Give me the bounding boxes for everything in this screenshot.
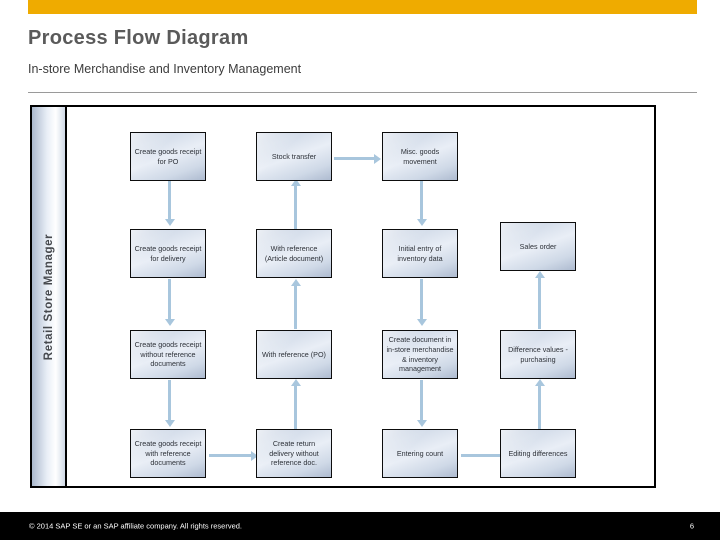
- arrowhead-n3-n6: [416, 219, 427, 226]
- arrowhead-n2-n3: [374, 153, 381, 164]
- node-create-goods-receipt-without-reference-documents[interactable]: Create goods receipt without reference d…: [130, 330, 206, 379]
- page-subtitle: In-store Merchandise and Inventory Manag…: [28, 62, 302, 76]
- connector-n13-n9: [294, 385, 297, 429]
- node-misc-goods-movement[interactable]: Misc. goods movement: [382, 132, 458, 181]
- arrowhead-n10-n14: [416, 420, 427, 427]
- arrowhead-n13-n9: [290, 379, 301, 386]
- connector-n3-n6: [420, 181, 423, 223]
- footer-bar: © 2014 SAP SE or an SAP affiliate compan…: [0, 512, 720, 540]
- arrowhead-n15-n11: [534, 379, 545, 386]
- connector-n1-n4: [168, 181, 171, 223]
- node-editing-differences[interactable]: Editing differences: [500, 429, 576, 478]
- node-initial-entry-of-inventory-data[interactable]: Initial entry of inventory data: [382, 229, 458, 278]
- arrowhead-n5-n2: [290, 179, 301, 186]
- connector-n6-n10: [420, 279, 423, 323]
- top-accent-bar: [28, 0, 697, 14]
- connector-n5-n2: [294, 185, 297, 229]
- arrowhead-n11-n7: [534, 271, 545, 278]
- footer-copyright: © 2014 SAP SE or an SAP affiliate compan…: [29, 521, 243, 531]
- connector-n14-n15: [461, 454, 503, 457]
- arrowhead-n8-n12: [164, 420, 175, 427]
- connector-n4-n8: [168, 279, 171, 323]
- node-create-document-in-store-merchandise-inventory-management[interactable]: Create document in in-store merchandise …: [382, 330, 458, 379]
- arrowhead-n1-n4: [164, 219, 175, 226]
- connector-n11-n7: [538, 277, 541, 329]
- swimlane-body: Create goods receipt for PO Stock transf…: [67, 107, 654, 486]
- page-title: Process Flow Diagram: [28, 27, 249, 49]
- connector-n2-n3: [334, 157, 376, 160]
- node-sales-order[interactable]: Sales order: [500, 222, 576, 271]
- connector-n8-n12: [168, 380, 171, 424]
- node-create-return-delivery-without-reference-doc[interactable]: Create return delivery without reference…: [256, 429, 332, 478]
- arrowhead-n12-n13: [251, 450, 258, 461]
- arrowhead-n9-n5: [290, 279, 301, 286]
- node-create-goods-receipt-for-delivery[interactable]: Create goods receipt for delivery: [130, 229, 206, 278]
- swimlane-label: Retail Store Manager: [42, 233, 55, 360]
- node-with-reference-po[interactable]: With reference (PO): [256, 330, 332, 379]
- node-difference-values-purchasing[interactable]: Difference values - purchasing: [500, 330, 576, 379]
- connector-n12-n13: [209, 454, 253, 457]
- node-create-goods-receipt-for-po[interactable]: Create goods receipt for PO: [130, 132, 206, 181]
- process-flow-diagram: Retail Store Manager: [30, 105, 656, 488]
- connector-n9-n5: [294, 285, 297, 329]
- connector-n10-n14: [420, 380, 423, 424]
- arrowhead-n4-n8: [164, 319, 175, 326]
- node-with-reference-article-document[interactable]: With reference (Article document): [256, 229, 332, 278]
- node-entering-count[interactable]: Entering count: [382, 429, 458, 478]
- node-create-goods-receipt-with-reference-documents[interactable]: Create goods receipt with reference docu…: [130, 429, 206, 478]
- footer-page-number: 6: [689, 521, 694, 531]
- swimlane-header: Retail Store Manager: [32, 107, 67, 486]
- connector-n15-n11: [538, 385, 541, 429]
- node-stock-transfer[interactable]: Stock transfer: [256, 132, 332, 181]
- arrowhead-n6-n10: [416, 319, 427, 326]
- title-divider: [28, 92, 697, 93]
